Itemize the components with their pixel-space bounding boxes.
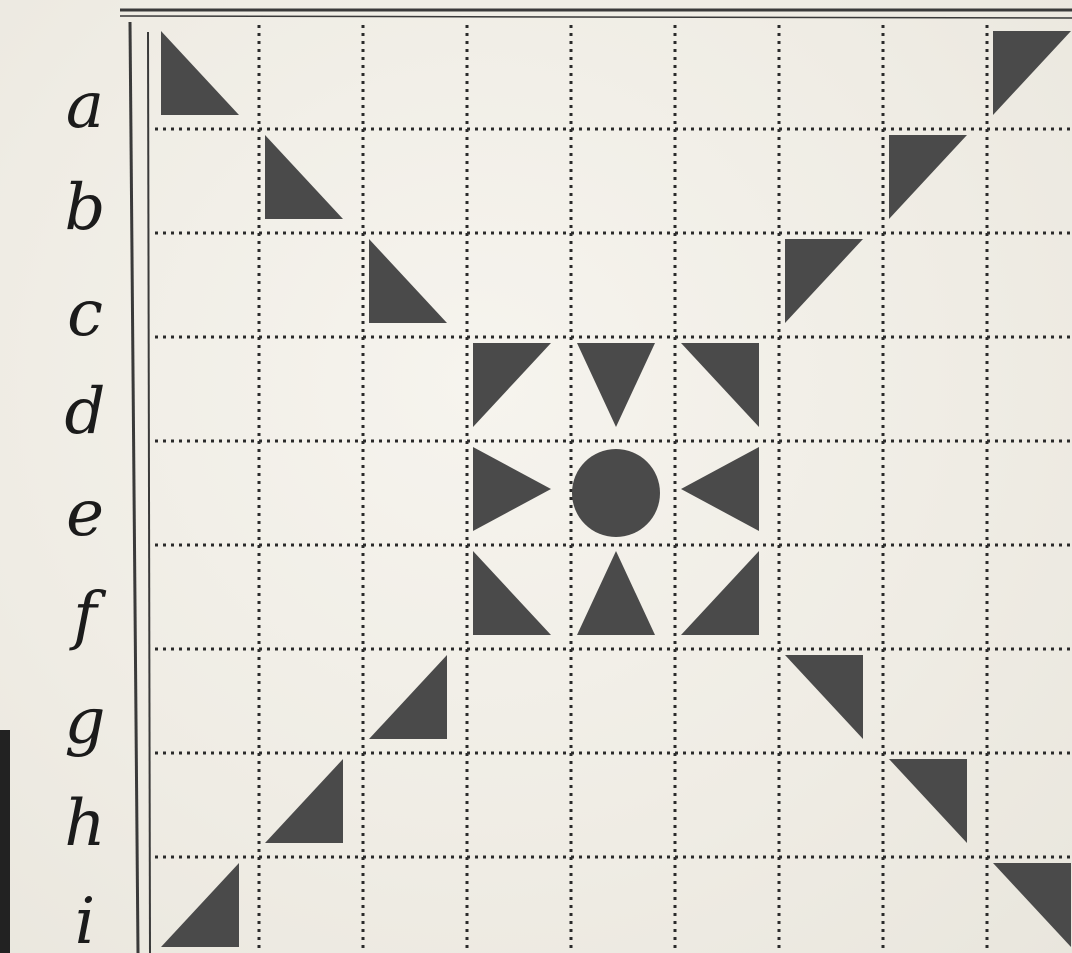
top-rule-inner — [120, 16, 1072, 18]
triangle-piece — [265, 135, 343, 219]
triangle-piece — [993, 863, 1071, 947]
triangle-piece — [681, 551, 759, 635]
triangle-piece — [473, 551, 551, 635]
triangle-piece — [473, 447, 551, 531]
circle-piece — [572, 449, 660, 537]
triangle-piece — [785, 239, 863, 323]
triangle-piece — [369, 239, 447, 323]
triangle-piece — [785, 655, 863, 739]
triangle-piece — [161, 31, 239, 115]
triangle-piece — [681, 343, 759, 427]
triangle-piece — [889, 759, 967, 843]
triangle-piece — [161, 863, 239, 947]
left-rule-inner — [148, 32, 150, 953]
triangle-piece — [473, 343, 551, 427]
triangle-piece — [369, 655, 447, 739]
pattern-pieces — [161, 31, 1071, 947]
triangle-piece — [993, 31, 1071, 115]
triangle-piece — [265, 759, 343, 843]
triangle-piece — [889, 135, 967, 219]
left-rule — [130, 22, 138, 953]
triangle-piece — [577, 343, 655, 427]
triangle-piece — [681, 447, 759, 531]
triangle-piece — [577, 551, 655, 635]
